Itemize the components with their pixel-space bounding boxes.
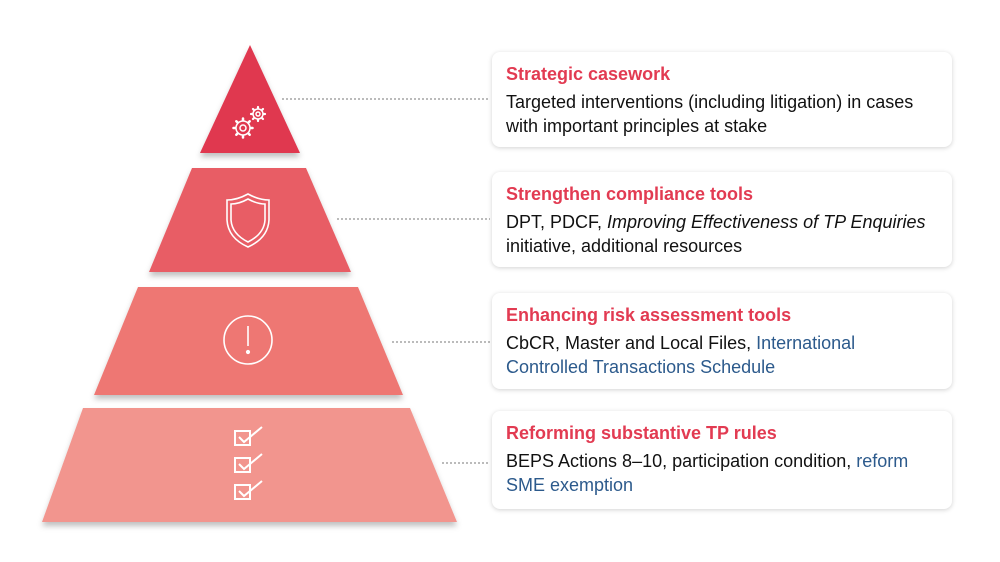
sme-exemption-link[interactable]: reform SME exemption <box>506 451 909 495</box>
tier-card-1: Strategic casework Targeted intervention… <box>492 52 952 147</box>
tier-card-2: Strengthen compliance tools DPT, PDCF, I… <box>492 172 952 267</box>
tier-card-3: Enhancing risk assessment tools CbCR, Ma… <box>492 293 952 389</box>
tier-title: Strategic casework <box>506 64 671 84</box>
initiative-name: Improving Effectiveness of TP Enquiries <box>607 212 926 232</box>
description-text: Targeted interventions (including litiga… <box>506 92 914 136</box>
gears-icon <box>232 105 267 139</box>
description-text: initiative, additional resources <box>506 236 743 256</box>
tier-description: DPT, PDCF, Improving Effectiveness of TP… <box>506 210 938 258</box>
tier-card-4: Reforming substantive TP rules BEPS Acti… <box>492 411 952 509</box>
tier-description: Targeted interventions (including litiga… <box>506 90 938 138</box>
ict-schedule-link[interactable]: International Controlled Transactions Sc… <box>506 333 856 377</box>
description-text: DPT, PDCF, <box>506 212 608 232</box>
connector-lines <box>282 98 490 464</box>
tier-description: CbCR, Master and Local Files, Internatio… <box>506 331 938 379</box>
pyramid-tier-2 <box>149 168 351 272</box>
alert-circle-icon <box>223 315 273 365</box>
tier-title: Enhancing risk assessment tools <box>506 305 792 325</box>
shield-icon <box>226 193 270 248</box>
tier-title: Strengthen compliance tools <box>506 184 754 204</box>
tier-title: Reforming substantive TP rules <box>506 423 777 443</box>
checklist-icon <box>234 426 263 500</box>
description-text: CbCR, Master and Local Files, <box>506 333 757 353</box>
description-text: BEPS Actions 8–10, participation conditi… <box>506 451 857 471</box>
tier-description: BEPS Actions 8–10, participation conditi… <box>506 449 938 497</box>
pyramid-tier-1 <box>200 45 300 153</box>
